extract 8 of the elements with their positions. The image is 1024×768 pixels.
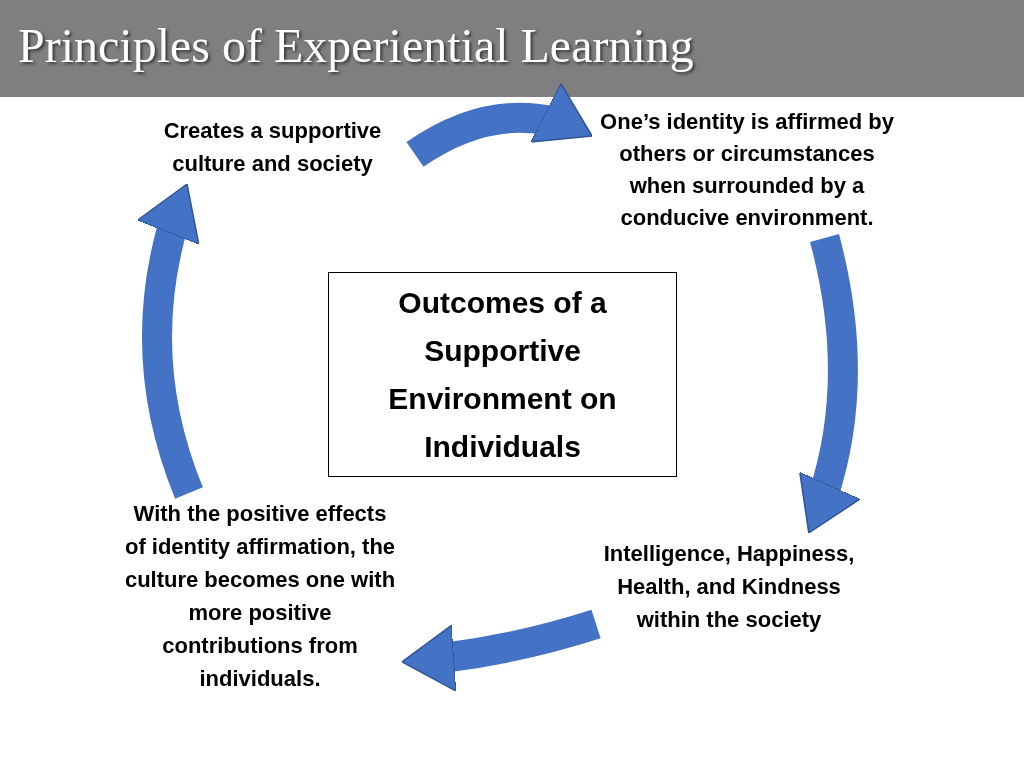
cycle-step-text: Intelligence, Happiness, Health, and Kindness within the society: [596, 533, 862, 640]
cycle-step-text: One’s identity is affirmed by others or circumstances when surrounded by a conducive environment.: [592, 102, 902, 238]
cycle-step-text: Creates a supportive culture and society: [130, 110, 415, 184]
curved-block-arrow: [400, 609, 601, 692]
central-heading: Outcomes of a Supportive Environment on Individuals: [387, 284, 618, 465]
cycle-step-text: With the positive effects of identity affirmation, the culture becomes one with more positive contributions from individuals.: [118, 493, 402, 699]
central-box: [328, 272, 677, 477]
slide-title: Principles of Experiential Learning: [18, 20, 694, 73]
